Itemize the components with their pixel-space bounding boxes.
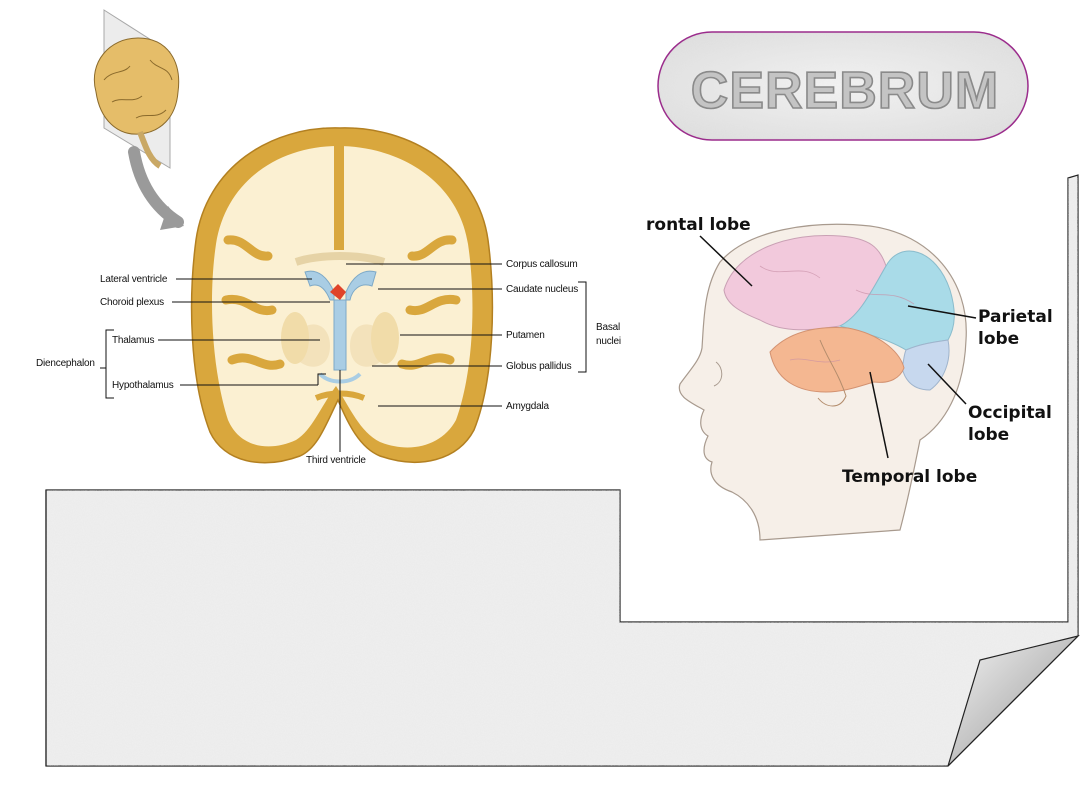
- label-occipital-line1: Occipital: [968, 403, 1052, 423]
- head-lobes-illustration: [678, 223, 967, 541]
- page-curl: [947, 634, 1080, 767]
- label-lateral-ventricle: Lateral ventricle: [100, 274, 168, 285]
- label-temporal-lobe: Temporal lobe: [842, 467, 977, 487]
- label-thalamus: Thalamus: [112, 335, 155, 346]
- label-occipital-line2: lobe: [968, 425, 1009, 445]
- label-basal: Basal: [596, 322, 620, 333]
- label-corpus-callosum: Corpus callosum: [506, 259, 577, 270]
- label-globus-pallidus: Globus pallidus: [506, 361, 572, 372]
- label-frontal-lobe: rontal lobe: [646, 215, 751, 235]
- head-labels: rontal lobe Parietal lobe Occipital lobe…: [646, 215, 1053, 487]
- coronal-labels: Lateral ventricle Choroid plexus Thalamu…: [36, 259, 621, 466]
- label-choroid-plexus: Choroid plexus: [100, 297, 164, 308]
- label-caudate-nucleus: Caudate nucleus: [506, 284, 578, 295]
- label-diencephalon: Diencephalon: [36, 358, 95, 369]
- label-hypothalamus: Hypothalamus: [112, 380, 174, 391]
- coronal-leader-lines: [100, 263, 587, 452]
- coronal-brain-section: [190, 127, 494, 464]
- label-amygdala: Amygdala: [506, 401, 550, 412]
- label-parietal-line1: Parietal: [978, 307, 1053, 327]
- page-title: CEREBRUM: [691, 62, 999, 120]
- orientation-thumbnail: [93, 9, 184, 230]
- paper-panel: [45, 174, 1080, 767]
- head-leader-lines: [699, 235, 977, 459]
- label-nuclei: nuclei: [596, 336, 621, 347]
- label-third-ventricle: Third ventricle: [306, 455, 366, 466]
- label-putamen: Putamen: [506, 330, 545, 341]
- title-pill: CEREBRUM: [657, 31, 1029, 141]
- label-parietal-line2: lobe: [978, 329, 1019, 349]
